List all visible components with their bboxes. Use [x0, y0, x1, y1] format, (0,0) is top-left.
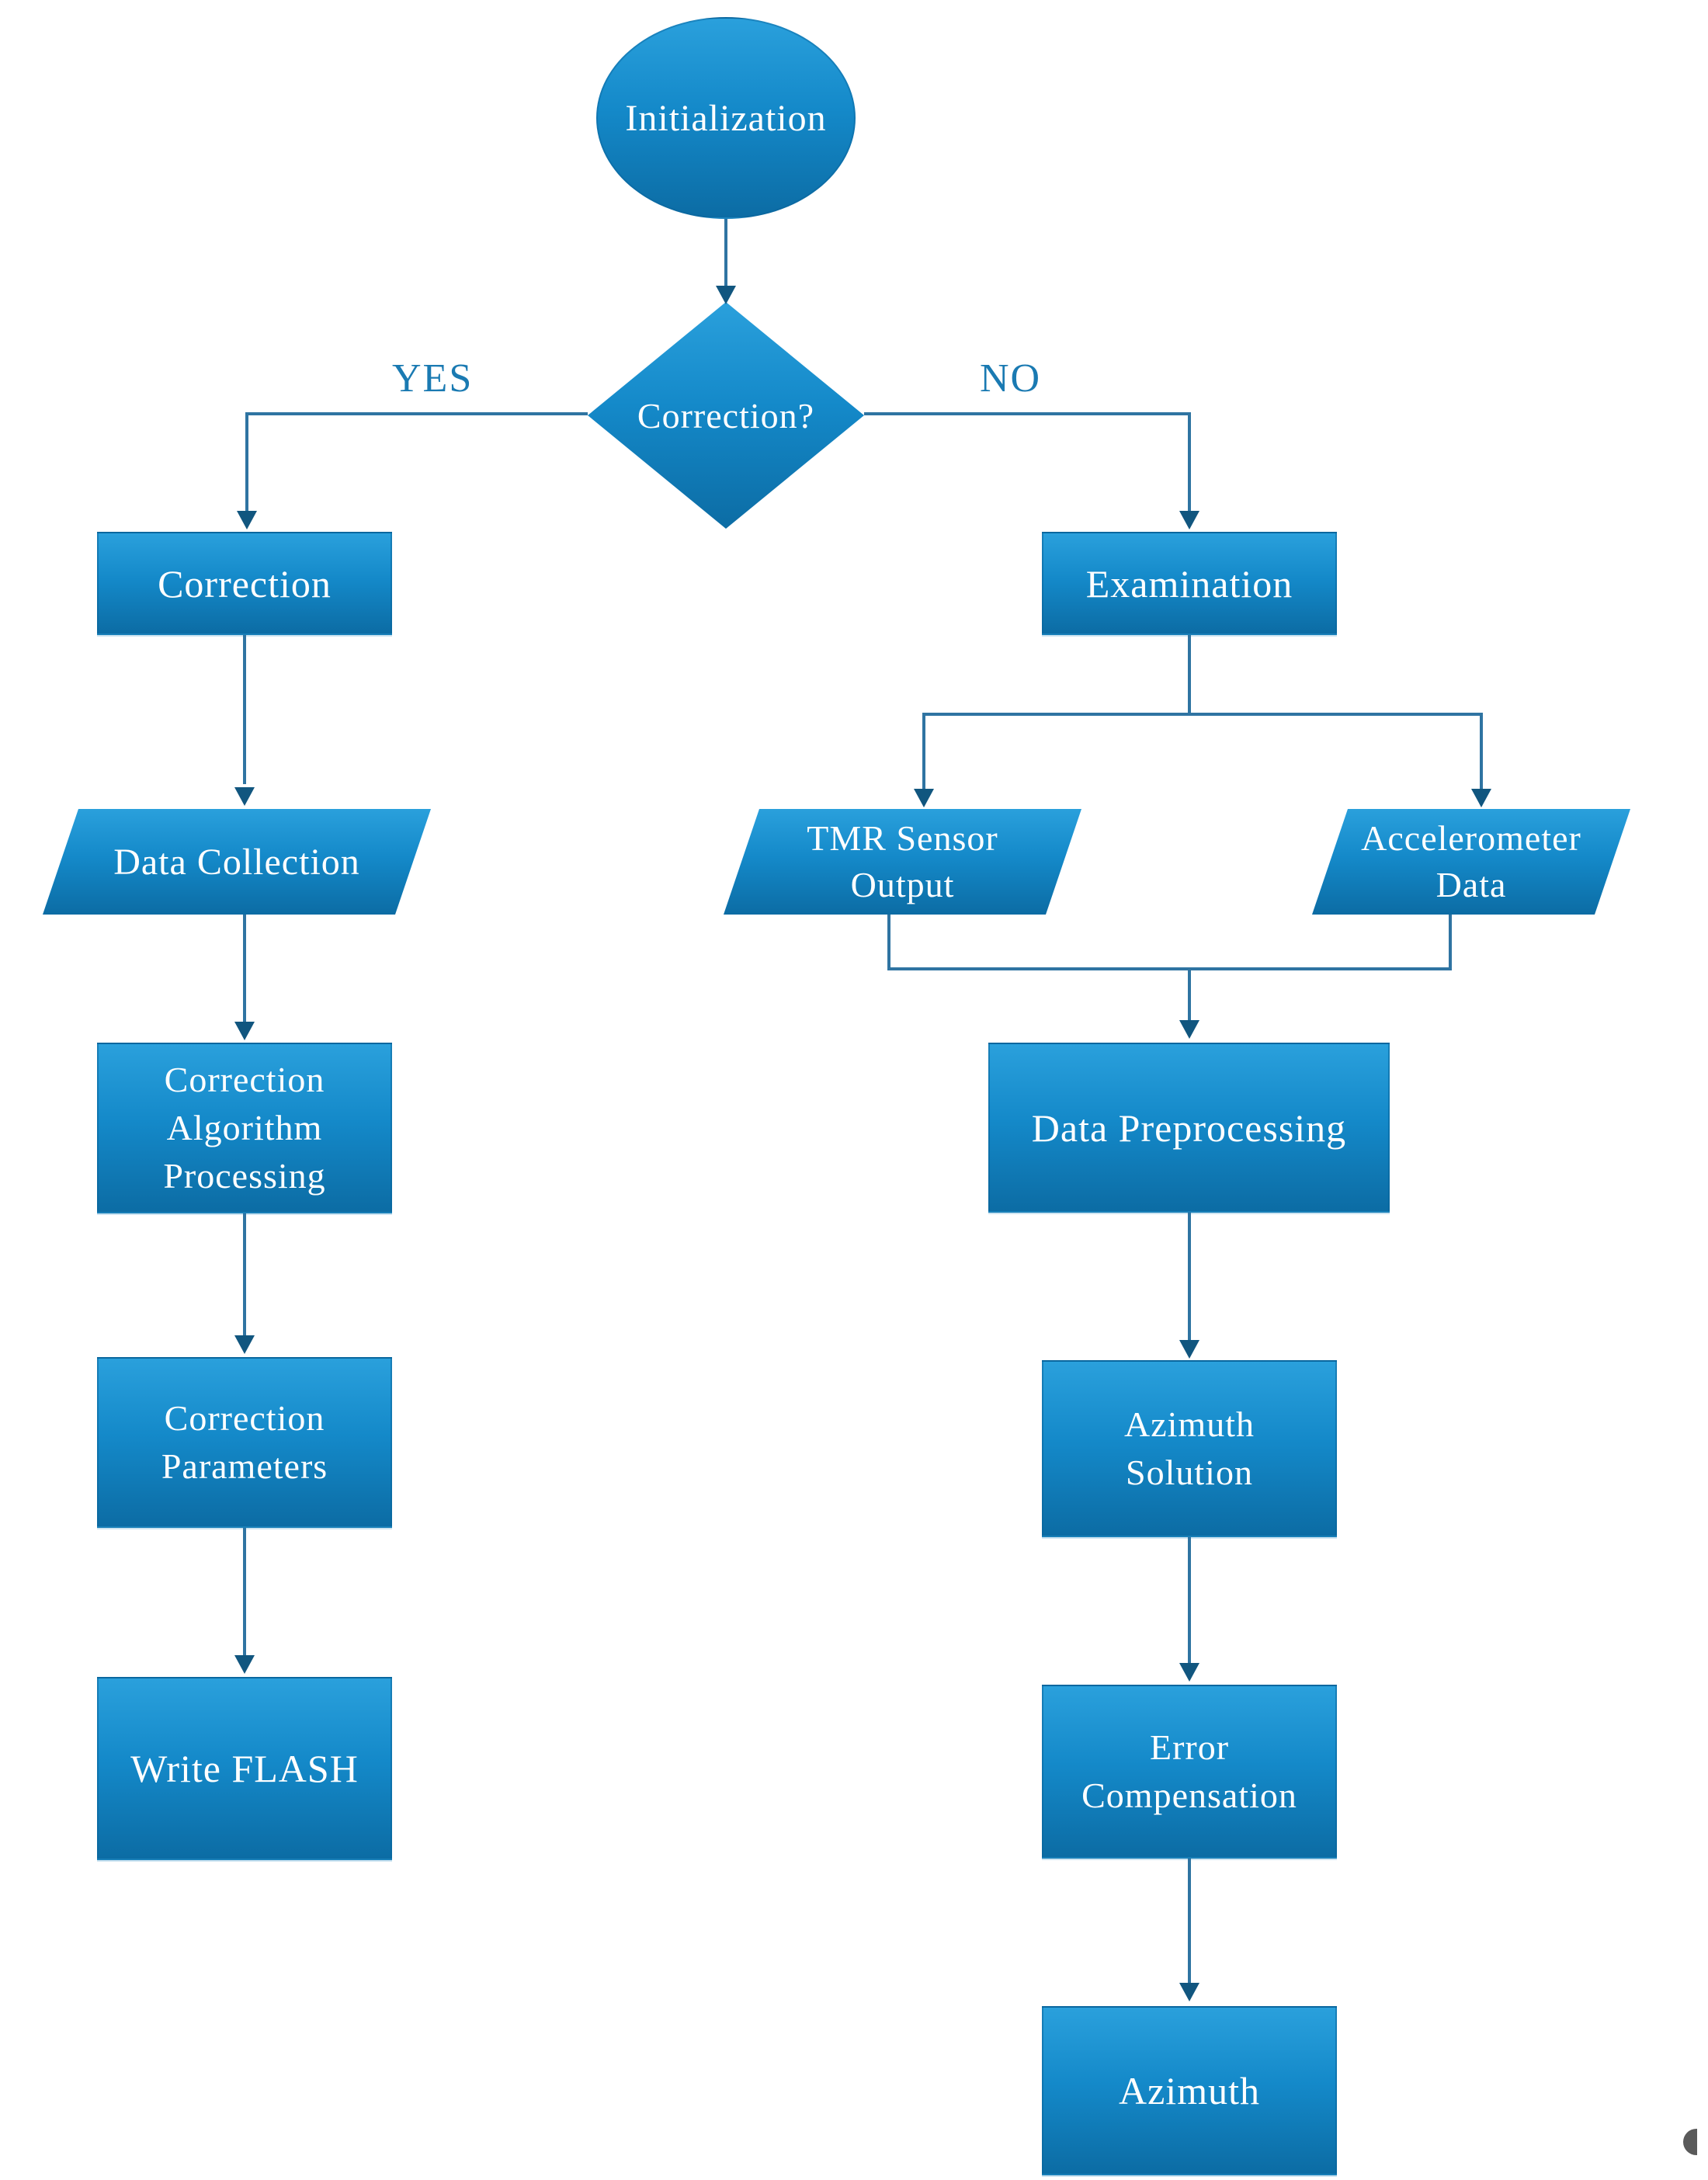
- cap-line2: Algorithm: [166, 1108, 323, 1147]
- node-correction-decision-label: Correction?: [637, 395, 815, 436]
- node-initialization-label: Initialization: [625, 97, 827, 139]
- node-write-flash-label: Write FLASH: [130, 1747, 359, 1790]
- node-azimuth-label: Azimuth: [1119, 2069, 1260, 2112]
- edge-merge-preprocessing-arrowhead: [1179, 1020, 1199, 1039]
- ec-line1: Error: [1149, 1727, 1230, 1767]
- node-tmr-sensor-output-label: TMR Sensor Output: [724, 815, 1081, 908]
- node-accelerometer-data: Accelerometer Data: [1312, 809, 1630, 915]
- node-data-collection-label: Data Collection: [113, 841, 360, 883]
- edge-merge-preprocessing-line: [1188, 967, 1191, 1022]
- edge-tmr-merge-line: [887, 915, 890, 970]
- node-examination: Examination: [1042, 532, 1337, 635]
- node-data-preprocessing-label: Data Preprocessing: [1031, 1106, 1347, 1150]
- node-write-flash: Write FLASH: [97, 1677, 392, 1860]
- node-azimuth-solution-label: Azimuth Solution: [1043, 1401, 1335, 1497]
- edge-no-arrowhead: [1179, 511, 1199, 529]
- node-correction-parameters-label: Correction Parameters: [99, 1394, 391, 1491]
- edge-cap-parameters-arrowhead: [234, 1335, 255, 1354]
- edge-preprocessing-azsolution-arrowhead: [1179, 1340, 1199, 1359]
- edge-parameters-writeflash-line: [243, 1528, 246, 1657]
- node-azimuth: Azimuth: [1042, 2006, 1337, 2175]
- edge-yes-arrowhead: [237, 511, 257, 529]
- node-accelerometer-data-label: Accelerometer Data: [1312, 815, 1630, 908]
- as-line1: Azimuth: [1124, 1404, 1255, 1444]
- edge-errorcomp-azimuth-line: [1188, 1859, 1191, 1984]
- edge-no-vline: [1188, 412, 1191, 514]
- edge-split-tmr-line: [922, 713, 925, 790]
- node-tmr-sensor-output: TMR Sensor Output: [724, 809, 1081, 915]
- edge-init-decision-line: [724, 219, 727, 290]
- cap-line1: Correction: [164, 1060, 325, 1099]
- as-line2: Solution: [1126, 1453, 1253, 1492]
- cp-line1: Correction: [164, 1398, 325, 1438]
- node-error-compensation: Error Compensation: [1042, 1685, 1337, 1859]
- node-error-compensation-label: Error Compensation: [1043, 1724, 1335, 1820]
- scan-artifact-mark: [1683, 2129, 1697, 2155]
- tmr-sensor-line1: TMR Sensor: [807, 818, 998, 858]
- edge-errorcomp-azimuth-arrowhead: [1179, 1983, 1199, 2001]
- node-initialization: Initialization: [596, 17, 856, 219]
- node-data-preprocessing: Data Preprocessing: [988, 1043, 1390, 1213]
- tmr-sensor-line2: Output: [850, 865, 955, 904]
- edge-split-tmr-arrowhead: [914, 789, 934, 807]
- edge-accel-merge-line: [1449, 915, 1452, 970]
- edge-cap-parameters-line: [243, 1213, 246, 1336]
- edge-yes-vline: [245, 412, 248, 514]
- edge-yes-hline: [247, 412, 588, 415]
- node-correction-label: Correction: [158, 561, 332, 606]
- node-examination-label: Examination: [1085, 561, 1293, 606]
- node-correction: Correction: [97, 532, 392, 635]
- edge-azsolution-errorcomp-line: [1188, 1537, 1191, 1665]
- cp-line2: Parameters: [161, 1446, 328, 1486]
- edge-azsolution-errorcomp-arrowhead: [1179, 1663, 1199, 1682]
- edge-preprocessing-azsolution-line: [1188, 1213, 1191, 1342]
- edge-split-accel-line: [1480, 713, 1483, 790]
- cap-line3: Processing: [163, 1156, 326, 1196]
- accelerometer-line2: Data: [1435, 865, 1507, 904]
- edge-merge-hline: [887, 967, 1452, 970]
- node-azimuth-solution: Azimuth Solution: [1042, 1360, 1337, 1537]
- edge-correction-datacollection-arrowhead: [234, 787, 255, 806]
- node-correction-algorithm-processing: Correction Algorithm Processing: [97, 1043, 392, 1213]
- edge-datacollection-cap-line: [243, 915, 246, 1023]
- edge-init-decision-arrowhead: [716, 286, 736, 304]
- branch-label-yes: YES: [392, 356, 474, 401]
- edge-examination-stem: [1188, 635, 1191, 716]
- accelerometer-line1: Accelerometer: [1361, 818, 1581, 858]
- edge-split-accel-arrowhead: [1471, 789, 1491, 807]
- edge-no-hline: [864, 412, 1189, 415]
- node-correction-algorithm-processing-label: Correction Algorithm Processing: [99, 1056, 391, 1200]
- edge-examination-split-hline: [922, 713, 1483, 716]
- edge-correction-datacollection-line: [243, 635, 246, 784]
- node-data-collection: Data Collection: [43, 809, 431, 915]
- edge-datacollection-cap-arrowhead: [234, 1022, 255, 1040]
- node-correction-decision: Correction?: [588, 302, 864, 529]
- edge-parameters-writeflash-arrowhead: [234, 1655, 255, 1674]
- branch-label-no: NO: [980, 356, 1042, 401]
- node-correction-parameters: Correction Parameters: [97, 1357, 392, 1528]
- ec-line2: Compensation: [1081, 1776, 1297, 1815]
